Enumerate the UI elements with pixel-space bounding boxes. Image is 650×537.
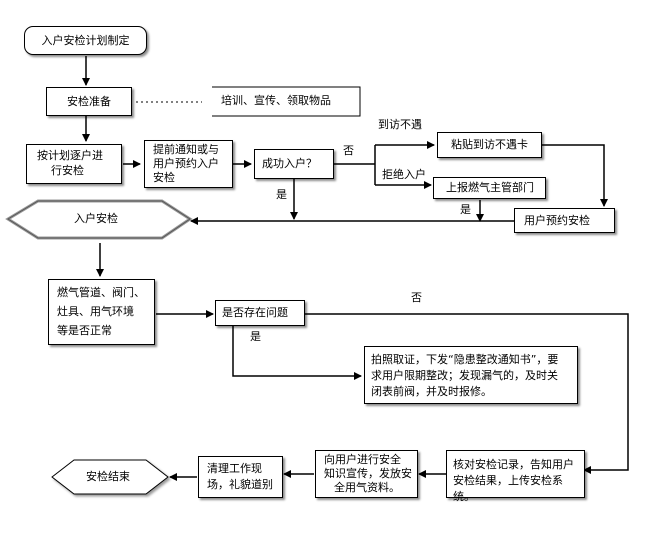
appointment-node: 用户预约安检 <box>514 208 615 233</box>
visit-line-1: 按计划逐户进 <box>37 149 103 162</box>
inspect-label: 入户安检 <box>74 212 118 225</box>
notify-node: 提前通知或与 用户预约入户 安检 <box>144 140 233 188</box>
record-node: 核对安检记录，告知用户 安检结果，上传安检系统。 <box>446 450 585 503</box>
rectify-node: 拍照取证，下发“隐患整改通知书”，要 求用户限期整改；发现漏气的，及时关 闭表前… <box>364 346 578 404</box>
educate-node: 向用户进行安全 知识宣传，发放安 全用气资料。 <box>315 450 418 498</box>
educate-line-1: 向用户进行安全 <box>324 453 401 466</box>
not-met-card-node: 粘贴到访不遇卡 <box>437 132 542 158</box>
inspect-shape-outline <box>7 200 191 239</box>
line-problem-no-record <box>305 313 629 474</box>
notify-line-2: 用户预约入户 <box>153 157 219 170</box>
notify-line-1: 提前通知或与 <box>153 143 219 156</box>
cleanup-line-2: 场，礼貌道别 <box>207 478 273 491</box>
success-decision-label: 成功入户？ <box>262 157 317 170</box>
success-decision-node: 成功入户？ <box>254 149 334 179</box>
visit-node: 按计划逐户进 行安检 <box>26 144 122 184</box>
prep-node: 安检准备 <box>46 87 132 116</box>
educate-line-2: 知识宣传，发放安 <box>324 467 412 480</box>
rectify-line-1: 拍照取证，下发“隐患整改通知书”，要 <box>371 353 559 366</box>
problem-decision-node: 是否存在问题 <box>215 300 305 326</box>
start-node: 入户安检计划制定 <box>24 26 147 55</box>
problem-decision-label: 是否存在问题 <box>222 306 288 319</box>
check-line-3: 等是否正常 <box>57 324 112 337</box>
label-yes-3: 是 <box>250 330 261 343</box>
check-line-2: 灶具、用气环境 <box>57 305 134 318</box>
rectify-line-2: 求用户限期整改；发现漏气的，及时关 <box>371 369 558 382</box>
end-label: 安检结束 <box>86 470 130 483</box>
label-no-1: 否 <box>343 144 354 157</box>
report-label: 上报燃气主管部门 <box>446 181 534 194</box>
not-met-card-label: 粘贴到访不遇卡 <box>451 138 528 151</box>
appointment-label: 用户预约安检 <box>524 214 590 227</box>
report-node: 上报燃气主管部门 <box>433 177 546 199</box>
prep-note-text: 培训、宣传、领取物品 <box>221 94 331 107</box>
educate-line-3: 全用气资料。 <box>334 481 400 494</box>
line-card-appointment <box>541 144 608 207</box>
cleanup-node: 清理工作现 场，礼貌道别 <box>198 456 283 498</box>
record-line-1: 核对安检记录，告知用户 <box>453 458 574 471</box>
notify-line-3: 安检 <box>153 171 175 184</box>
label-refuse: 拒绝入户 <box>382 168 426 181</box>
prep-note-bracket <box>212 86 361 117</box>
check-line-1: 燃气管道、阀门、 <box>57 286 145 299</box>
end-shape <box>51 459 169 495</box>
cleanup-line-1: 清理工作现 <box>207 462 262 475</box>
start-label: 入户安检计划制定 <box>41 34 130 47</box>
label-yes-1: 是 <box>276 188 287 201</box>
record-line-2: 安检结果，上传安检系统。 <box>453 474 563 503</box>
label-yes-2: 是 <box>460 203 471 216</box>
line-problem-yes-rectify <box>232 326 362 380</box>
prep-label: 安检准备 <box>67 95 111 108</box>
check-node: 燃气管道、阀门、 灶具、用气环境 等是否正常 <box>48 279 155 345</box>
label-not-met: 到访不遇 <box>378 118 422 131</box>
label-no-2: 否 <box>411 291 422 304</box>
visit-line-2: 行安检 <box>51 164 84 177</box>
rectify-line-3: 闭表前阀，并及时报修。 <box>371 385 492 398</box>
